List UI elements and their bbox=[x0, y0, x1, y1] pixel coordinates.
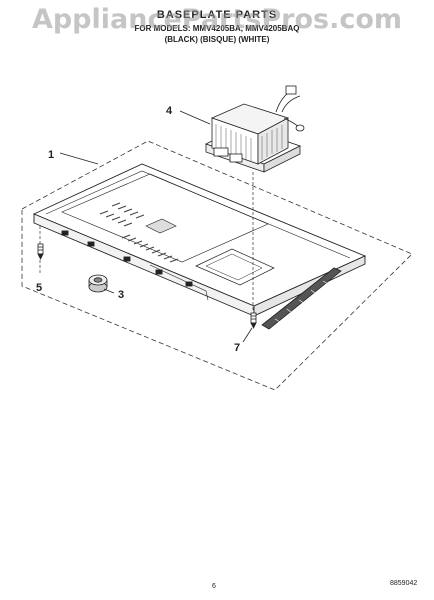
callout-3: 3 bbox=[118, 289, 124, 301]
callout-4: 4 bbox=[166, 105, 173, 117]
page-title: BASEPLATE PARTS bbox=[156, 9, 278, 21]
watermark-text: AppliancePartsPros.com bbox=[31, 4, 403, 35]
screw-part-5 bbox=[37, 243, 44, 260]
callout-7: 7 bbox=[234, 342, 240, 354]
alignment-lines bbox=[39, 172, 254, 312]
colors-line: (BLACK) (BISQUE) (WHITE) bbox=[164, 35, 270, 44]
transformer bbox=[204, 85, 305, 173]
screw-part-7 bbox=[250, 312, 257, 329]
figure-code: 8859042 bbox=[390, 580, 418, 587]
gasket-strip bbox=[261, 267, 342, 330]
models-line: FOR MODELS: MMV4205BA, MMV4205BAQ bbox=[134, 24, 300, 33]
leader-lines bbox=[59, 110, 253, 343]
callout-1: 1 bbox=[48, 149, 54, 161]
page-number: 6 bbox=[212, 583, 216, 590]
foot-part bbox=[88, 274, 108, 293]
callout-5: 5 bbox=[36, 282, 42, 294]
